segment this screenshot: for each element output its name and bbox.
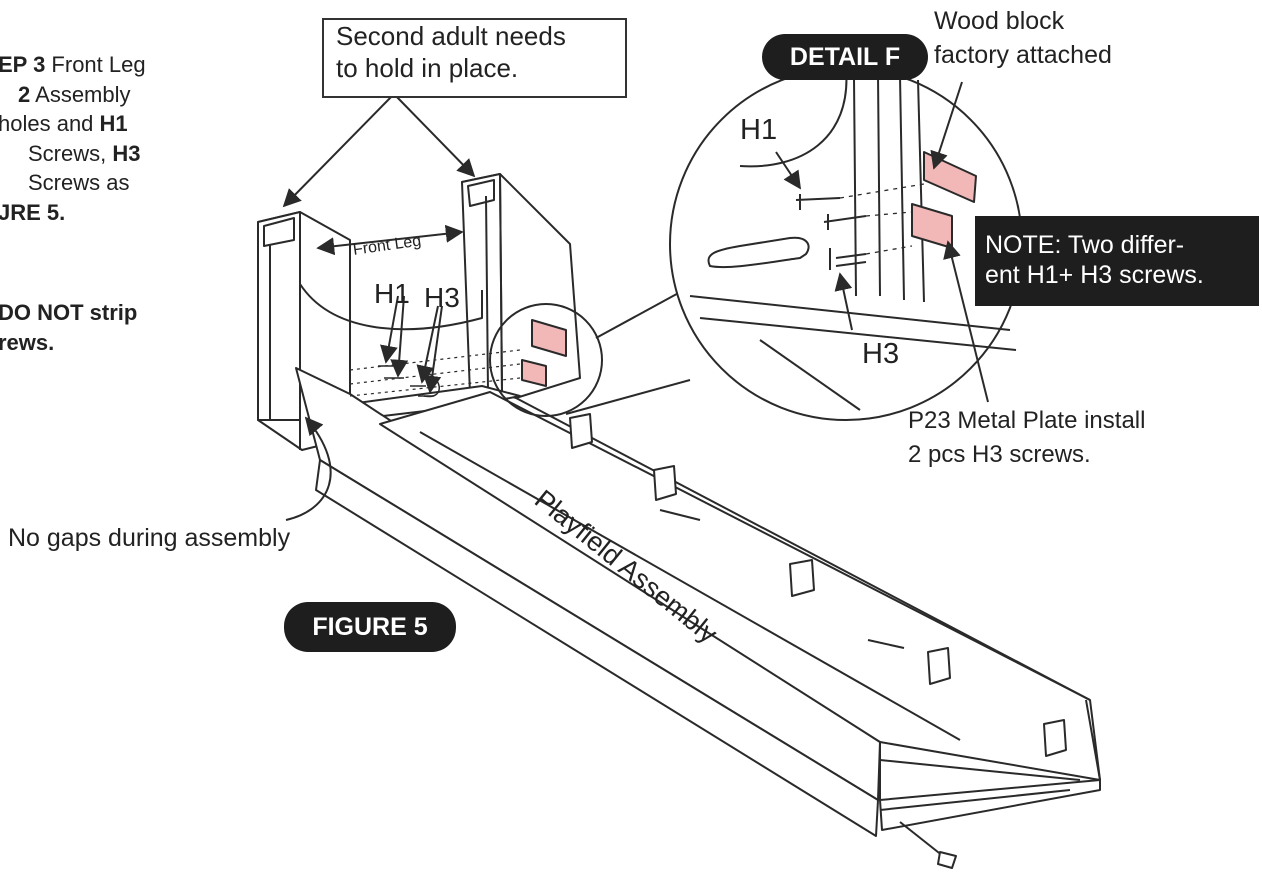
step-line5: Screws as [28,170,130,195]
step-line3-bold: H1 [99,111,128,136]
metal-plates [569,413,1067,757]
plate-label: P23 Metal Plate install 2 pcs H3 screws. [908,404,1145,472]
main-detail-circle [489,303,603,417]
warning-line1: DO NOT strip [0,300,138,325]
main-h1-label: H1 [374,278,410,309]
detail-h1-label: H1 [740,114,778,146]
metal-plate-main [521,359,547,387]
callout-line2: to hold in place. [336,53,519,83]
step-line2: Assembly [30,81,131,107]
note-line2: ent H1+ H3 screws. [985,261,1204,289]
detail-f-view [669,67,1023,421]
step-number: EP 3 [0,52,46,77]
wood-block-line2: factory attached [934,41,1112,69]
detail-h3-label: H3 [862,338,900,370]
wood-block-label: Wood block factory attached [934,4,1112,72]
step-title: Front Leg [45,52,146,77]
note-box: NOTE: Two differ- ent H1+ H3 screws. [975,216,1259,306]
wood-block-line1: Wood block [934,7,1065,35]
step-instructions: EP 3 Front Leg 2 Assembly holes and H1 S… [0,50,146,227]
plate-line1: P23 Metal Plate install [908,407,1146,434]
step-line4: Screws, [28,140,113,166]
warning-text: DO NOT strip rews. [0,298,137,358]
callout-text: Second adult needs to hold in place. [336,20,566,84]
step-line3: holes and [0,111,100,136]
note-line1: NOTE: Two differ- [985,231,1185,259]
step-line4-bold: H3 [112,140,141,166]
detail-f-label: DETAIL F [762,34,928,80]
callout-box [322,18,627,98]
main-h3-label: H3 [424,282,460,313]
step-figure-ref: JRE 5. [0,199,66,225]
front-leg-cutout [299,283,483,331]
warning-line2: rews. [0,330,55,355]
front-leg-dimension [316,224,464,256]
wood-block-main [531,319,567,357]
figure-label: FIGURE 5 [284,602,456,652]
callout-line1: Second adult needs [336,21,566,51]
step-line2-bold: 2 [18,81,31,107]
no-gaps-label: No gaps during assembly [8,524,291,552]
playfield-frame [295,367,1101,837]
plate-line2: 2 pcs H3 screws. [908,441,1091,468]
